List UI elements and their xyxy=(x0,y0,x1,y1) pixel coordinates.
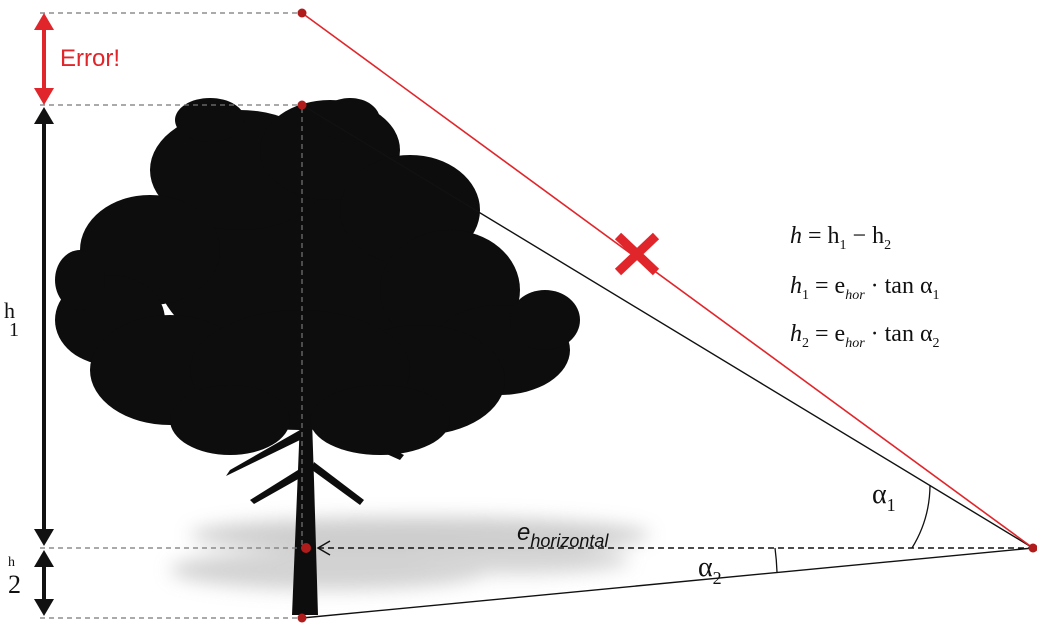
formula-line-3: h2 = ehor · tan α2 xyxy=(790,321,940,351)
cross-icon xyxy=(614,232,660,276)
ground-shadow xyxy=(170,517,650,590)
tree-silhouette-icon xyxy=(55,98,580,615)
formula-block: h = h1 − h2 h1 = ehor · tan α1 h2 = ehor… xyxy=(790,223,940,351)
alpha2-arc xyxy=(774,547,778,573)
error-label: Error! xyxy=(60,45,120,72)
formula-line-2: h1 = ehor · tan α1 xyxy=(790,273,940,303)
observer-point xyxy=(1028,543,1037,553)
reference-lines xyxy=(40,12,305,619)
distance-label: ehorizontal xyxy=(517,519,609,551)
formula-line-1: h = h1 − h2 xyxy=(790,223,891,253)
tree-base-point xyxy=(297,613,307,623)
alpha1-label: α1 xyxy=(872,479,896,515)
error-arrow xyxy=(34,13,54,105)
horizontal-distance-line xyxy=(316,540,1033,556)
tree-top-point xyxy=(297,100,307,110)
error-top-point xyxy=(297,8,307,18)
error-sight-line xyxy=(301,12,1034,549)
h1-arrow xyxy=(34,107,54,546)
sight-line-top xyxy=(301,104,1034,549)
eye-point xyxy=(301,543,311,553)
alpha1-arc xyxy=(911,484,931,549)
sight-line-bottom xyxy=(301,547,1034,619)
alpha2-label: α2 xyxy=(698,552,722,588)
h2-arrow xyxy=(34,550,54,616)
measurement-points xyxy=(297,8,1037,623)
